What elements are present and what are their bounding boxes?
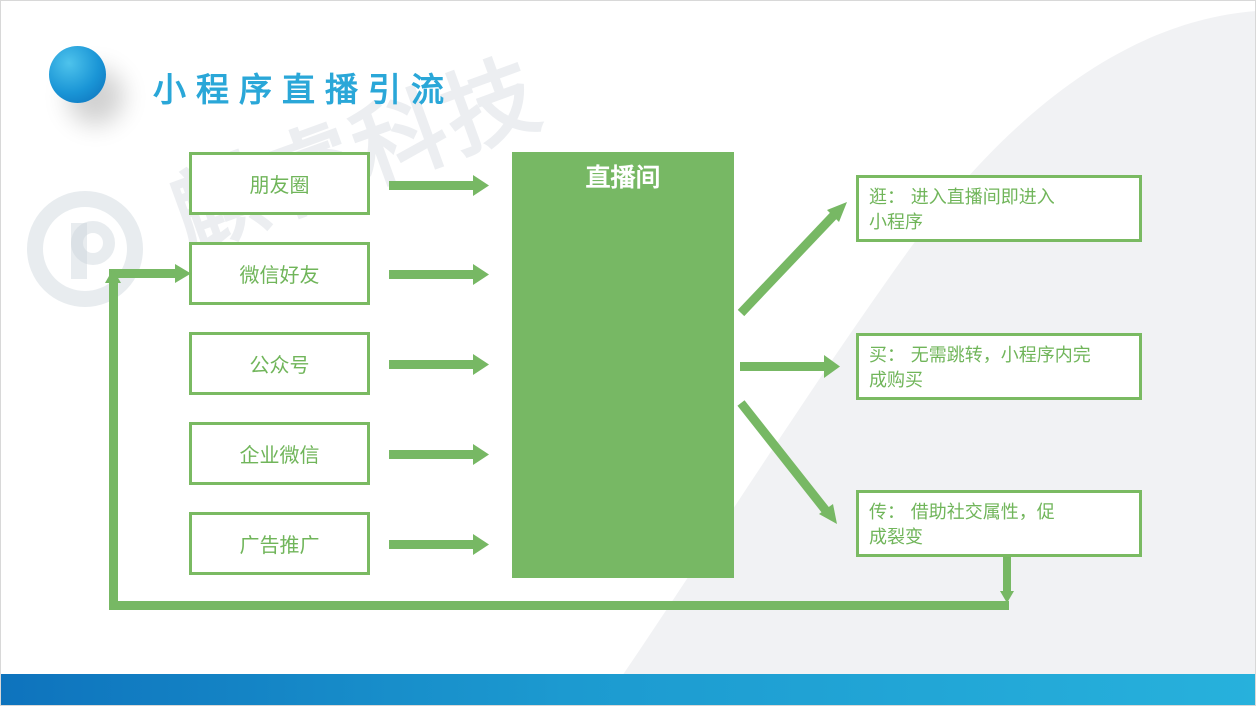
output-box-share: 传： 借助社交属性，促 成裂变 [856,490,1142,557]
output-text-line: 小程序 [869,212,923,233]
output-text-line: 逛： 进入直播间即进入 [869,187,1055,208]
arrow-right-icon [740,355,840,378]
live-room-box: 直播间 [512,152,734,578]
live-room-label: 直播间 [585,163,661,192]
output-box-browse: 逛： 进入直播间即进入 小程序 [856,175,1142,242]
page-title: 小程序直播引流 [153,70,454,109]
output-text-line: 买： 无需跳转，小程序内完 [869,345,1091,366]
source-box-wechat-friends: 微信好友 [189,242,370,305]
arrow-right-icon [389,264,489,285]
source-label: 公众号 [249,353,310,377]
source-box-enterprise-wechat: 企业微信 [189,422,370,485]
source-box-official-account: 公众号 [189,332,370,395]
arrow-down-right-icon [737,400,837,524]
output-text-line: 传： 借助社交属性，促 [869,502,1055,523]
feedback-loop-arrow [105,264,1014,610]
source-label: 广告推广 [239,533,320,557]
title-circle-decoration [49,46,106,103]
source-label: 微信好友 [239,263,320,287]
arrow-up-right-icon [737,202,847,317]
source-box-advertising: 广告推广 [189,512,370,575]
output-text-line: 成裂变 [869,527,923,548]
source-label: 朋友圈 [249,173,310,197]
watermark-logo-icon [27,191,143,307]
arrow-right-icon [389,444,489,465]
arrow-right-icon [389,534,489,555]
source-label: 企业微信 [239,443,320,467]
arrow-right-icon [389,354,489,375]
output-text-line: 成购买 [869,370,923,391]
footer-bar [1,674,1255,705]
arrow-right-icon [389,175,489,196]
source-box-pengyouquan: 朋友圈 [189,152,370,215]
output-box-buy: 买： 无需跳转，小程序内完 成购买 [856,333,1142,400]
